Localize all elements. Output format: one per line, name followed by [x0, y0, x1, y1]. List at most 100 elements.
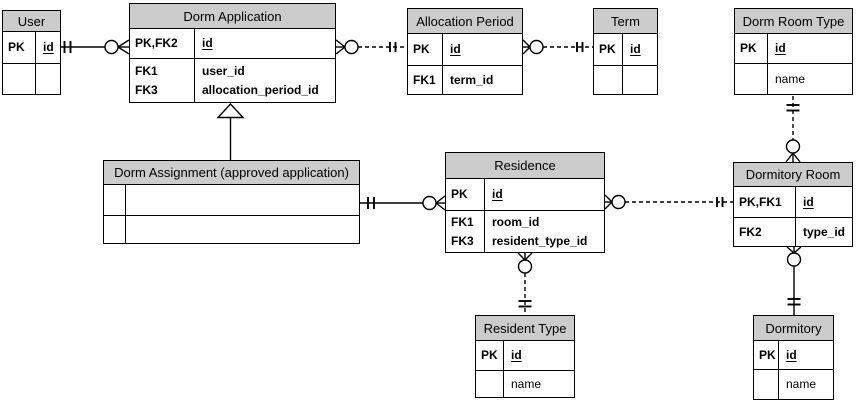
connector-dormitory-room-dormitory[interactable] [786, 246, 802, 315]
field-name: allocation_period_id [202, 82, 319, 97]
key-cell: PK [446, 179, 485, 210]
field-cell: id [36, 32, 60, 63]
zero-cardinality-icon [529, 39, 544, 55]
key-cell: PK,FK2 [130, 29, 195, 58]
key-label: FK2 [739, 224, 762, 239]
connector-inheritance-dorm-assignment-dorm-application[interactable] [216, 102, 245, 160]
inheritance-triangle-icon [216, 102, 245, 119]
entity-row [3, 63, 60, 94]
key-label: FK3 [451, 233, 474, 248]
zero-cardinality-icon [104, 39, 119, 55]
connector-dorm-room-type-dormitory-room[interactable] [785, 96, 801, 163]
field-name: id [630, 42, 641, 56]
one-and-only-one-icon [367, 197, 375, 209]
field-name: id [511, 348, 522, 362]
field-cell: type_id [796, 218, 852, 246]
key-label: FK1 [413, 72, 436, 87]
crows-foot-icon [335, 39, 346, 55]
zero-cardinality-icon [422, 195, 437, 211]
one-and-only-one-icon [63, 41, 72, 53]
entity-row [594, 65, 657, 94]
crows-foot-icon [604, 194, 613, 210]
zero-cardinality-icon [517, 259, 533, 274]
key-cell: PK [594, 34, 623, 65]
field-cell: term_id [443, 66, 522, 94]
entity-title: Allocation Period [408, 9, 522, 34]
entity-row: PK id [594, 34, 657, 65]
zero-cardinality-icon [344, 39, 359, 55]
crows-foot-icon [785, 152, 801, 163]
one-cardinality-icon [518, 300, 532, 308]
connector-residence-resident-type[interactable] [517, 252, 533, 315]
crows-foot-icon [517, 252, 533, 261]
field-name: id [202, 36, 213, 50]
key-label: PK [740, 41, 757, 55]
key-cell: PK [735, 34, 768, 63]
one-and-only-one-icon [787, 298, 801, 306]
key-cell: PK [476, 341, 504, 370]
entity-row: name [754, 369, 833, 399]
connector-dorm-assignment-residence[interactable] [360, 195, 446, 211]
field-name: id [786, 347, 797, 362]
field-name: id [450, 42, 461, 56]
field-cell: id [504, 341, 574, 370]
key-cell [104, 216, 126, 243]
entity-title: Residence [446, 153, 604, 179]
one-cardinality-icon [576, 42, 584, 52]
key-label: PK,FK1 [739, 194, 782, 209]
key-cell [594, 66, 623, 94]
connector-residence-dormitory-room[interactable] [604, 194, 733, 210]
key-label: PK [599, 42, 616, 56]
entity-row: PK id [408, 34, 522, 65]
entity-row: name [735, 63, 852, 94]
key-label: PK [451, 187, 468, 201]
field-name: id [43, 40, 54, 54]
one-cardinality-icon [389, 42, 397, 52]
key-cell [476, 371, 504, 397]
field-cell: id [779, 341, 833, 369]
entity-dorm-assignment[interactable]: Dorm Assignment (approved application) [103, 160, 360, 244]
key-cell [3, 64, 36, 94]
field-cell: id [485, 179, 604, 210]
key-label: PK [759, 347, 776, 362]
crows-foot-icon [786, 246, 802, 254]
key-cell: PK,FK1 [734, 187, 796, 217]
field-name: term_id [450, 72, 494, 87]
key-cell: PK [754, 341, 779, 369]
field-cell [623, 66, 657, 94]
entity-title: Dormitory Room [734, 163, 852, 187]
key-cell: PK [3, 32, 36, 63]
connector-user-dorm-application[interactable] [61, 39, 130, 55]
entity-title: Dorm Assignment (approved application) [104, 161, 359, 185]
connector-dorm-application-allocation-period[interactable] [335, 39, 407, 55]
entity-title: Dorm Application [130, 4, 335, 29]
field-cell: name [779, 370, 833, 399]
crows-foot-icon [117, 39, 130, 55]
crows-foot-icon [435, 195, 446, 211]
field-cell [126, 185, 359, 215]
key-label: PK [413, 42, 430, 56]
field-cell: id [796, 187, 852, 217]
field-name: resident_type_id [492, 233, 588, 248]
zero-cardinality-icon [611, 194, 626, 210]
crows-foot-icon [522, 39, 531, 55]
key-label: FK3 [135, 82, 158, 97]
entity-row [104, 185, 359, 215]
one-cardinality-icon [716, 197, 724, 207]
connector-allocation-period-term[interactable] [522, 39, 593, 55]
entity-row: PK id [476, 341, 574, 370]
